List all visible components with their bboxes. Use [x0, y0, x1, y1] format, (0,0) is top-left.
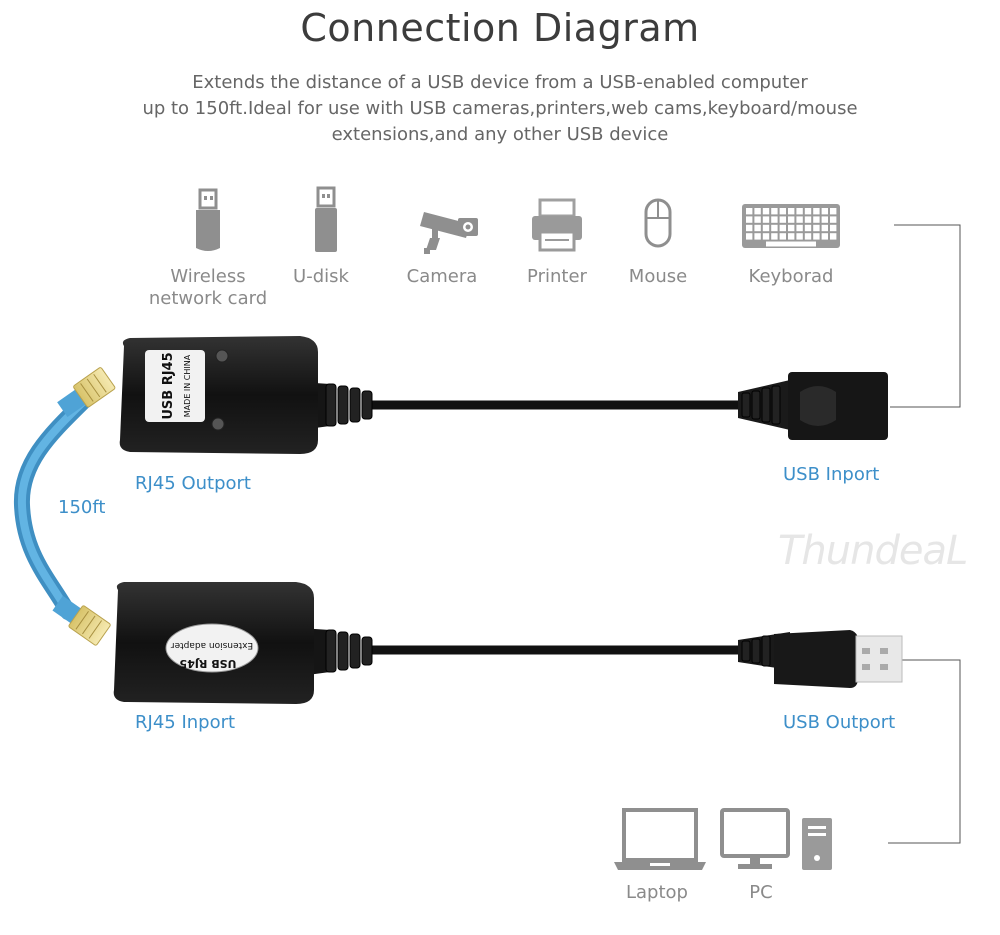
page-title: Connection Diagram	[300, 6, 700, 50]
device-label-udisk: U-disk	[293, 266, 349, 287]
usb-female-connector	[738, 372, 888, 440]
device-label-keyboard: Keyborad	[748, 266, 834, 287]
cable-length-label: 150ft	[58, 497, 106, 518]
adapter-bottom-label: Extension adapter	[171, 640, 254, 650]
computer-label-pc: PC	[749, 882, 773, 903]
rj45-plug-bottom	[52, 595, 111, 646]
laptop-icon	[614, 808, 706, 870]
usb-male-connector	[738, 630, 903, 688]
device-label-wireless: Wireless network card	[148, 266, 268, 309]
keyboard-icon	[742, 204, 840, 248]
adapter-top	[119, 336, 760, 454]
watermark: ThundeaL	[778, 528, 968, 574]
usb-inport-label: USB Inport	[783, 464, 880, 485]
description: Extends the distance of a USB device fro…	[100, 70, 900, 148]
computer-label-laptop: Laptop	[626, 882, 688, 903]
device-label-camera: Camera	[406, 266, 478, 287]
mouse-icon	[644, 198, 672, 248]
bracket-devices	[890, 224, 961, 408]
description-line-3: extensions,and any other USB device	[331, 124, 669, 145]
desktop-pc-icon	[720, 808, 832, 870]
device-label-mouse: Mouse	[628, 266, 688, 287]
usb-outport-label: USB Outport	[783, 712, 896, 733]
adapter-top-origin: MADE IN CHINA	[183, 354, 192, 417]
description-line-2: up to 150ft.Ideal for use with USB camer…	[142, 98, 858, 119]
rj45-inport-label: RJ45 Inport	[135, 712, 236, 733]
bracket-computers	[888, 659, 961, 844]
printer-icon	[532, 198, 582, 252]
usb-drive-icon	[315, 186, 337, 252]
security-camera-icon	[420, 212, 478, 254]
device-label-printer: Printer	[527, 266, 587, 287]
usb-dongle-icon	[196, 188, 220, 251]
adapter-top-label: USB RJ45	[161, 352, 176, 419]
rj45-plug-top	[57, 367, 116, 418]
adapter-bottom	[113, 582, 760, 704]
rj45-outport-label: RJ45 Outport	[135, 473, 251, 494]
adapter-bottom-model: USB RJ45	[180, 657, 237, 670]
description-line-1: Extends the distance of a USB device fro…	[192, 72, 808, 93]
